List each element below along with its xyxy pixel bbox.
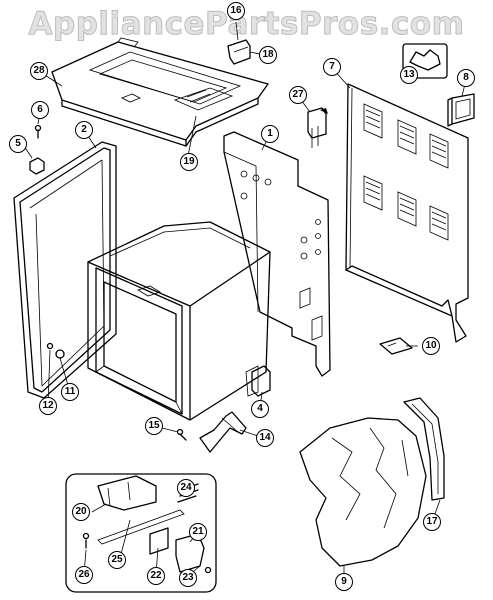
callout-22: 22 <box>147 567 165 585</box>
part-door-frame <box>13 141 117 399</box>
part-connector <box>307 107 328 148</box>
callout-16: 16 <box>227 2 245 20</box>
watermark-text: AppliancePartsPros.com <box>28 6 465 43</box>
callout-20: 20 <box>72 503 90 521</box>
part-oven-box <box>87 221 271 421</box>
callout-28: 28 <box>30 62 48 80</box>
part-side-panel <box>223 131 331 377</box>
callout-10: 10 <box>422 337 440 355</box>
callout-2: 2 <box>75 121 93 139</box>
callout-24: 24 <box>177 479 195 497</box>
part-clip <box>227 39 251 65</box>
callout-27: 27 <box>289 86 307 104</box>
part-floor-bracket <box>379 337 413 355</box>
callout-19: 19 <box>180 153 198 171</box>
callout-23: 23 <box>179 569 197 587</box>
part-small-clip <box>29 157 45 175</box>
callout-13: 13 <box>400 66 418 84</box>
callout-7: 7 <box>323 58 341 76</box>
callout-17: 17 <box>423 513 441 531</box>
callout-15: 15 <box>145 417 163 435</box>
callout-5: 5 <box>9 135 27 153</box>
part-trim-strip <box>403 397 445 501</box>
callout-26: 26 <box>75 566 93 584</box>
callout-18: 18 <box>259 46 277 64</box>
callout-9: 9 <box>335 573 353 591</box>
callout-6: 6 <box>31 101 49 119</box>
callout-8: 8 <box>457 69 475 87</box>
callout-21: 21 <box>189 523 207 541</box>
callout-25: 25 <box>108 551 126 569</box>
inset-lock-assembly <box>65 473 217 593</box>
part-insulation-blanket <box>299 417 427 567</box>
part-bracket-set <box>402 43 448 79</box>
part-screw <box>34 124 42 139</box>
part-door-hinge <box>176 411 247 453</box>
leader-lines <box>23 21 467 582</box>
part-lower-bracket <box>251 365 271 397</box>
part-rear-panel <box>345 83 469 343</box>
callout-1: 1 <box>261 125 279 143</box>
callout-4: 4 <box>251 400 269 418</box>
callout-11: 11 <box>61 383 79 401</box>
callout-12: 12 <box>39 397 57 415</box>
callout-14: 14 <box>256 429 274 447</box>
part-block <box>447 93 475 127</box>
